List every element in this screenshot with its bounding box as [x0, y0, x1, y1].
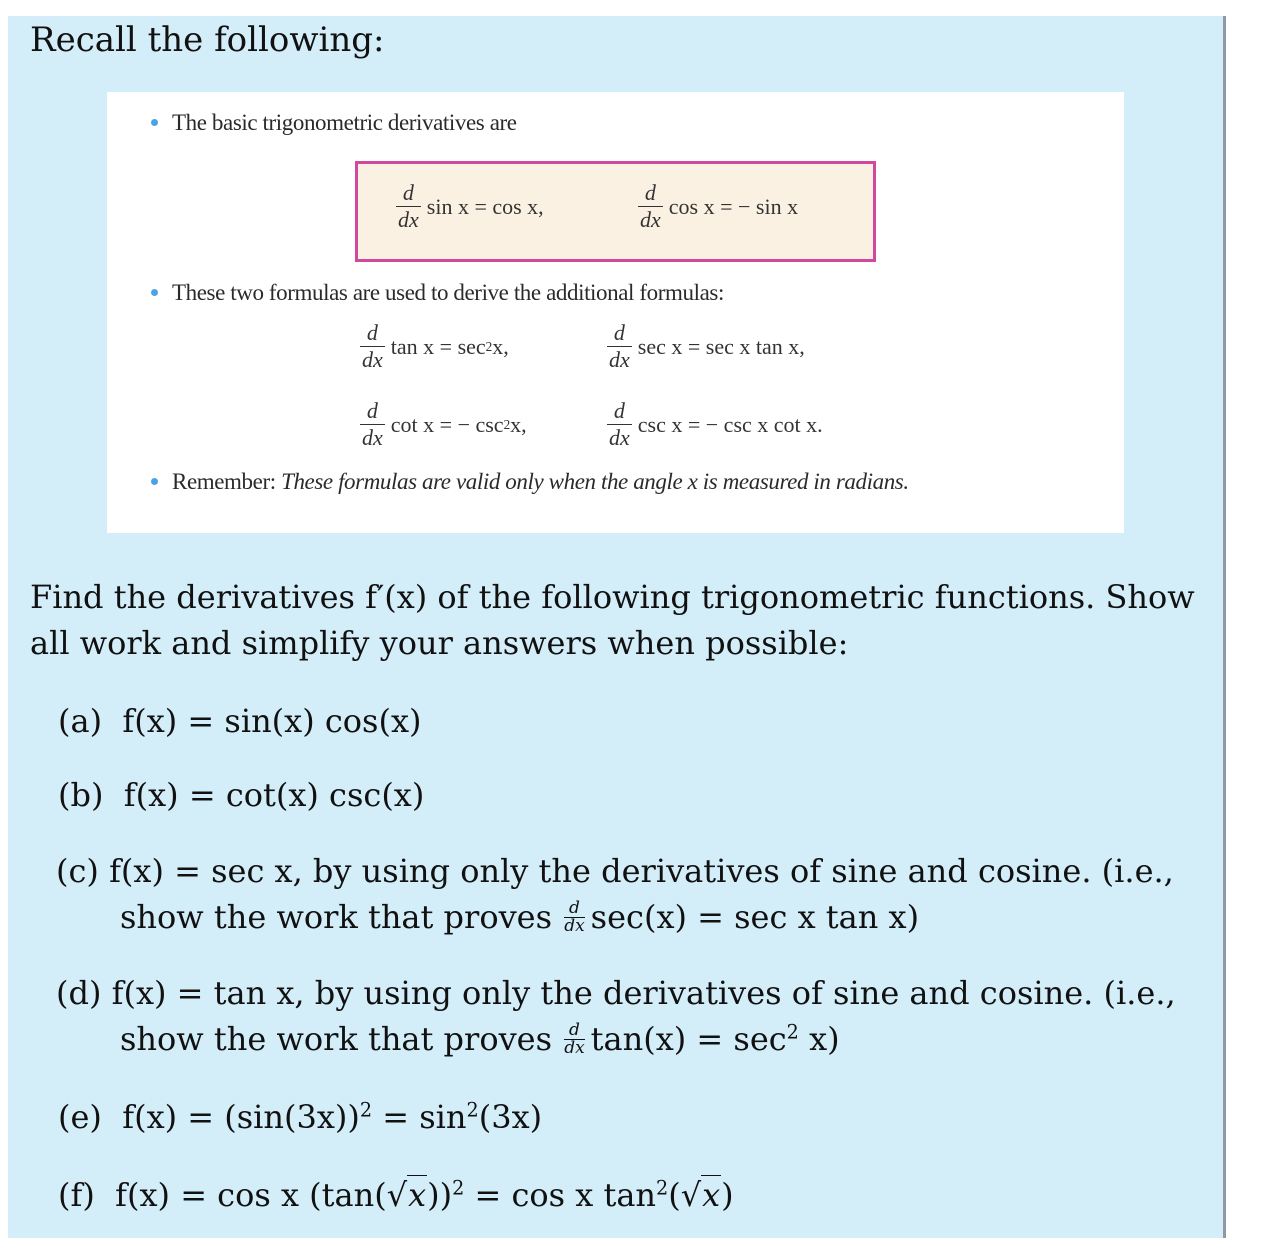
problem-e: (e) f(x) = (sin(3x))2 = sin2(3x): [58, 1098, 543, 1136]
bullet-remember: Remember: These formulas are valid only …: [151, 469, 909, 495]
problem-b: (b) f(x) = cot(x) csc(x): [58, 776, 425, 814]
problem-f: (f) f(x) = cos x (tan(√x))2 = cos x tan2…: [58, 1175, 734, 1214]
problem-a: (a) f(x) = sin(x) cos(x): [58, 702, 422, 740]
bullet-icon: [151, 289, 158, 297]
problem-d: (d) f(x) = tan x, by using only the deri…: [56, 974, 1176, 1012]
problem-panel: Recall the following: The basic trigonom…: [8, 16, 1226, 1238]
page-title: Recall the following:: [30, 20, 385, 60]
bullet-icon: [151, 478, 158, 486]
bullet-icon: [151, 119, 158, 127]
problem-c: (c) f(x) = sec x, by using only the deri…: [56, 852, 1174, 890]
bullet-basic-derivatives: The basic trigonometric derivatives are: [151, 110, 517, 136]
bullet-additional-formulas: These two formulas are used to derive th…: [151, 280, 724, 306]
instructions-line-2: all work and simplify your answers when …: [30, 624, 849, 662]
instructions-line-1: Find the derivatives f′(x) of the follow…: [30, 578, 1195, 616]
reference-box: The basic trigonometric derivatives are …: [107, 92, 1124, 533]
